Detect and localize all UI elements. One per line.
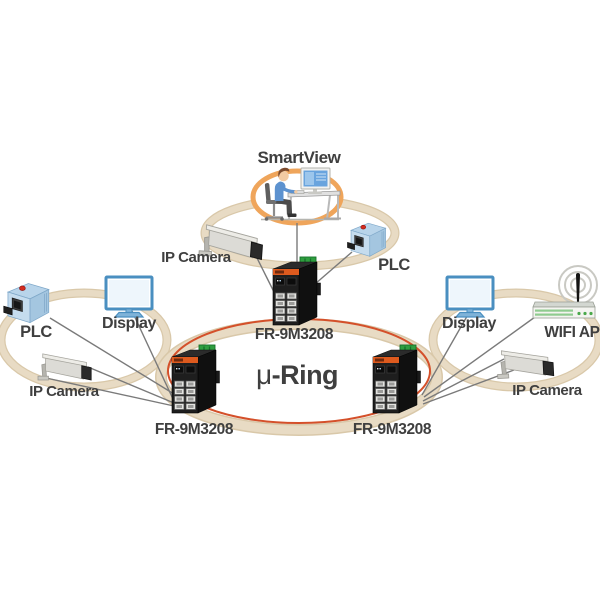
plc-top-label: PLC [378,256,410,274]
display-right-label: Display [442,315,497,332]
switch-left-label: FR-9M3208 [155,421,234,438]
plc-left-label: PLC [20,323,52,341]
camera-top-label: IP Camera [161,249,232,266]
connection-lines [45,223,536,407]
camera-left-label: IP Camera [29,383,100,400]
camera-right [495,347,555,379]
camera-right-label: IP Camera [512,382,583,399]
smartview-label: SmartView [257,148,341,167]
monitor [300,167,331,194]
ring-label-mu: μ [256,359,272,390]
switch-top-label: FR-9M3208 [255,326,334,343]
wifi-ap-label: WIFI AP [544,324,599,341]
camera-left [37,353,92,381]
ring-label: μ-Ring [256,359,338,390]
switch-top [272,256,322,326]
ring-label-rest: -Ring [272,360,338,390]
switch-right [372,344,422,414]
switch-right-label: FR-9M3208 [353,421,432,438]
display-left-label: Display [102,315,157,332]
smartview-scene [261,167,341,221]
right-group-band [428,288,600,392]
switch-left [171,344,221,414]
plc-left [3,283,50,324]
person-figure [274,167,298,217]
